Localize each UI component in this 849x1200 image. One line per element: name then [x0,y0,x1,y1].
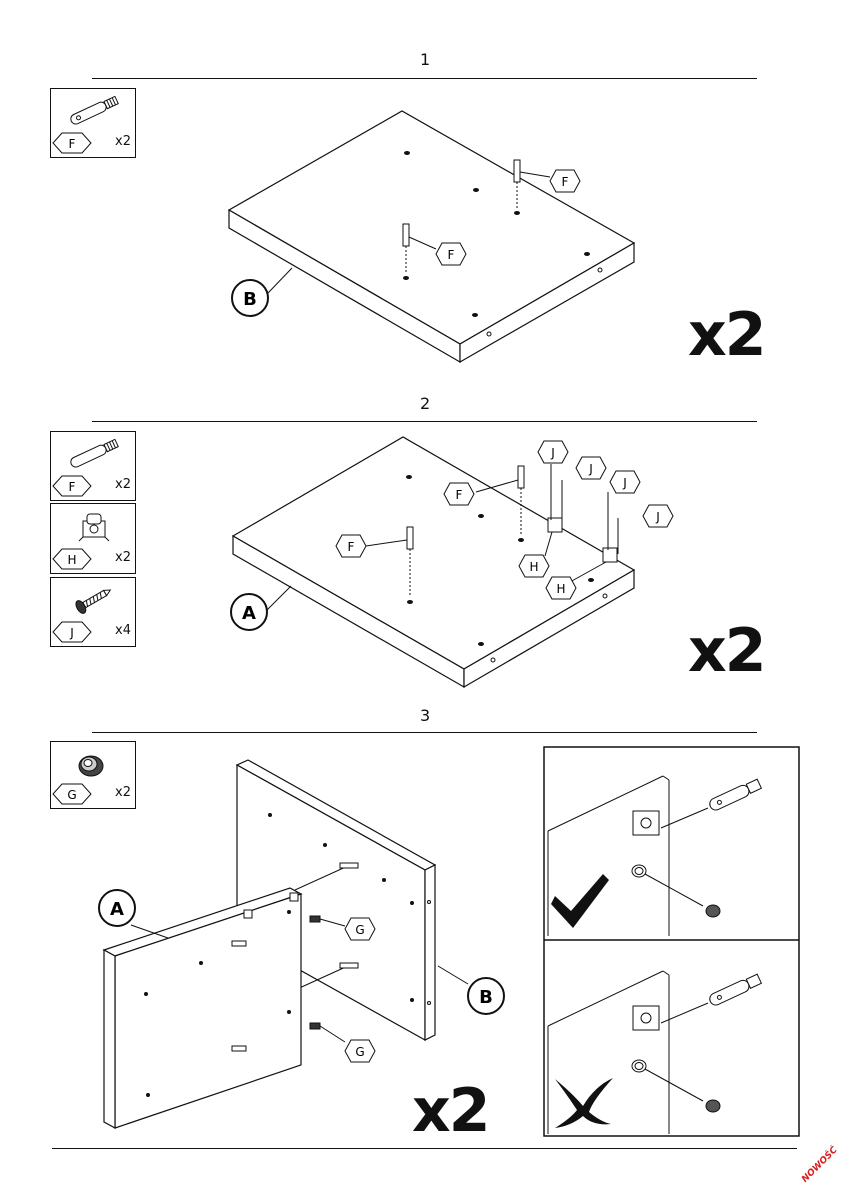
callout-h-2: H [545,576,577,600]
callout-g-2: G [344,1039,376,1063]
checkmark-icon [551,874,609,928]
step-2-panel-diagram: F F J J J J H H A [230,436,674,689]
svg-text:F: F [69,137,76,151]
step-3-number: 3 [420,706,431,725]
callout-f-2: F [549,169,581,193]
svg-text:F: F [448,248,455,262]
callout-g-1: G [344,917,376,941]
callout-j-1: J [537,440,569,464]
svg-text:G: G [355,923,364,937]
svg-text:B: B [243,289,257,310]
part-quantity: x2 [115,477,131,492]
insert-icon [78,755,104,777]
step-3-assembly-diagram: G G A B [98,759,505,1130]
part-quantity: x2 [115,785,131,800]
dowel-icon [70,95,119,125]
step-1-divider [92,78,757,79]
part-quantity: x4 [115,623,131,638]
step-2-multiplier: x2 [688,616,766,686]
part-quantity: x2 [115,550,131,565]
svg-text:H: H [529,560,538,574]
svg-text:J: J [588,462,593,476]
detail-comparison-box [543,746,800,1137]
svg-text:J: J [550,446,555,460]
svg-text:F: F [562,175,569,189]
callout-j-3: J [609,470,641,494]
step-2-number: 2 [420,394,431,413]
panel-label-b: B [231,279,269,317]
step-3-multiplier: x2 [412,1076,490,1146]
svg-text:G: G [355,1045,364,1059]
svg-text:A: A [110,899,124,920]
cross-icon [555,1078,613,1128]
step-3-part-g: G x2 [50,741,136,809]
svg-text:F: F [69,480,76,494]
screw-icon [75,589,112,614]
step-2-part-j: J x4 [50,577,136,647]
callout-f-1: F [335,534,367,558]
svg-text:B: B [479,987,493,1008]
svg-text:H: H [556,582,565,596]
step-2-divider [92,421,757,422]
cam-connector-icon [78,513,110,542]
callout-h-1: H [518,554,550,578]
callout-f-2: F [443,482,475,506]
part-letter-hex: G [52,783,92,805]
step-2-part-h: H x2 [50,503,136,574]
part-quantity: x2 [115,134,131,149]
svg-text:J: J [622,476,627,490]
footer-divider [52,1148,797,1149]
callout-f-1: F [435,242,467,266]
dowel-icon [70,438,119,468]
step-2-part-f: F x2 [50,431,136,501]
svg-text:A: A [242,603,256,624]
part-letter-hex: F [52,132,92,154]
svg-text:F: F [456,488,463,502]
step-1-panel-diagram: F F B [227,110,636,364]
callout-j-4: J [642,504,674,528]
svg-text:G: G [67,788,76,802]
svg-text:J: J [655,510,660,524]
svg-text:J: J [69,626,74,640]
svg-text:F: F [348,540,355,554]
step-1-multiplier: x2 [688,300,766,370]
part-letter-hex: J [52,621,92,643]
step-1-part-f: F x2 [50,88,136,158]
callout-j-2: J [575,456,607,480]
svg-text:H: H [67,553,76,567]
panel-label-a: A [98,889,136,927]
panel-label-b: B [467,977,505,1015]
part-letter-hex: F [52,475,92,497]
step-1-number: 1 [420,50,431,69]
part-letter-hex: H [52,548,92,570]
panel-label-a: A [230,593,268,631]
step-3-divider [92,732,757,733]
